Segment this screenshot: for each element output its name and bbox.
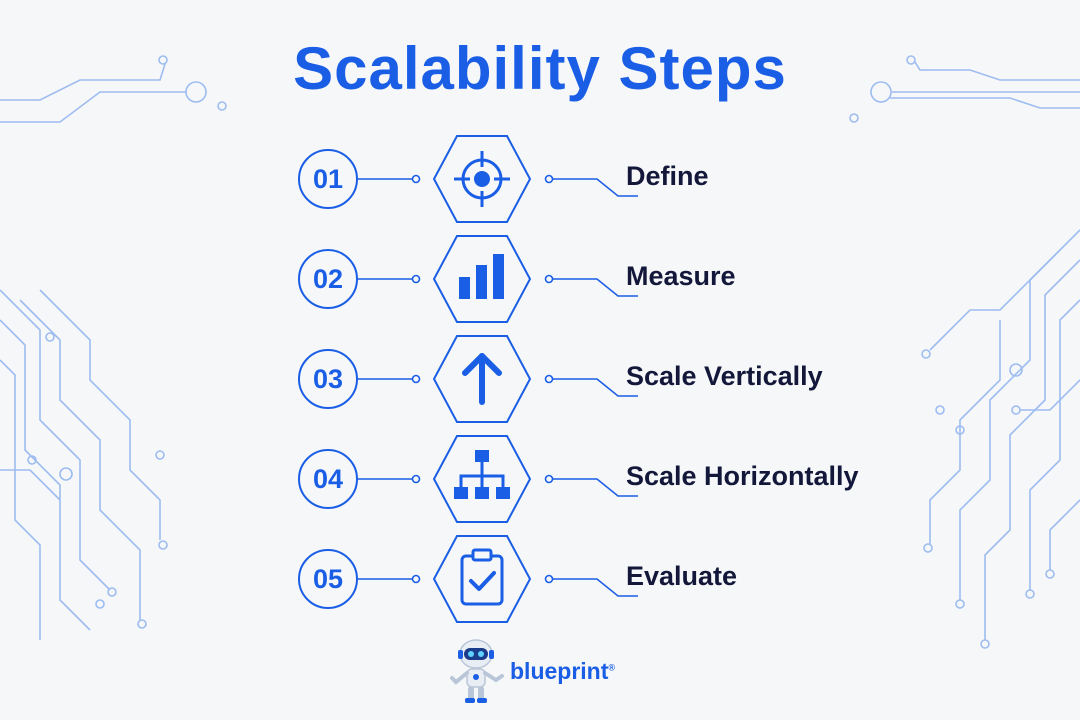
- bar-chart-icon: [432, 235, 532, 323]
- hierarchy-icon: [432, 435, 532, 523]
- step-3: 03 Scale Vertically: [0, 334, 1080, 424]
- step-number: 03: [298, 349, 358, 409]
- step-1: 01 Define: [0, 134, 1080, 224]
- page-title: Scalability Steps: [293, 35, 787, 102]
- target-icon: [432, 135, 532, 223]
- step-number: 05: [298, 549, 358, 609]
- step-5: 05 Evaluate: [0, 534, 1080, 624]
- step-connector: [358, 174, 638, 197]
- step-number: 04: [298, 449, 358, 509]
- step-4: 04 Scale Horizontally: [0, 434, 1080, 524]
- brand-logo: blueprint®: [446, 636, 636, 708]
- step-number: 01: [298, 149, 358, 209]
- step-number: 02: [298, 249, 358, 309]
- step-label: Measure: [626, 261, 736, 291]
- step-label: Define: [626, 161, 709, 191]
- clipboard-check-icon: [432, 535, 532, 623]
- brand-name: blueprint: [510, 658, 609, 684]
- step-connector: [358, 474, 638, 497]
- step-connector: [358, 574, 638, 597]
- step-label: Scale Horizontally: [626, 461, 859, 491]
- registered-mark: ®: [608, 662, 616, 673]
- step-2: 02 Measure: [0, 234, 1080, 324]
- step-connector: [358, 274, 638, 297]
- step-connector: [358, 374, 638, 397]
- step-label: Scale Vertically: [626, 361, 823, 391]
- robot-mascot-icon: [450, 639, 504, 703]
- arrow-up-icon: [432, 335, 532, 423]
- step-label: Evaluate: [626, 561, 738, 591]
